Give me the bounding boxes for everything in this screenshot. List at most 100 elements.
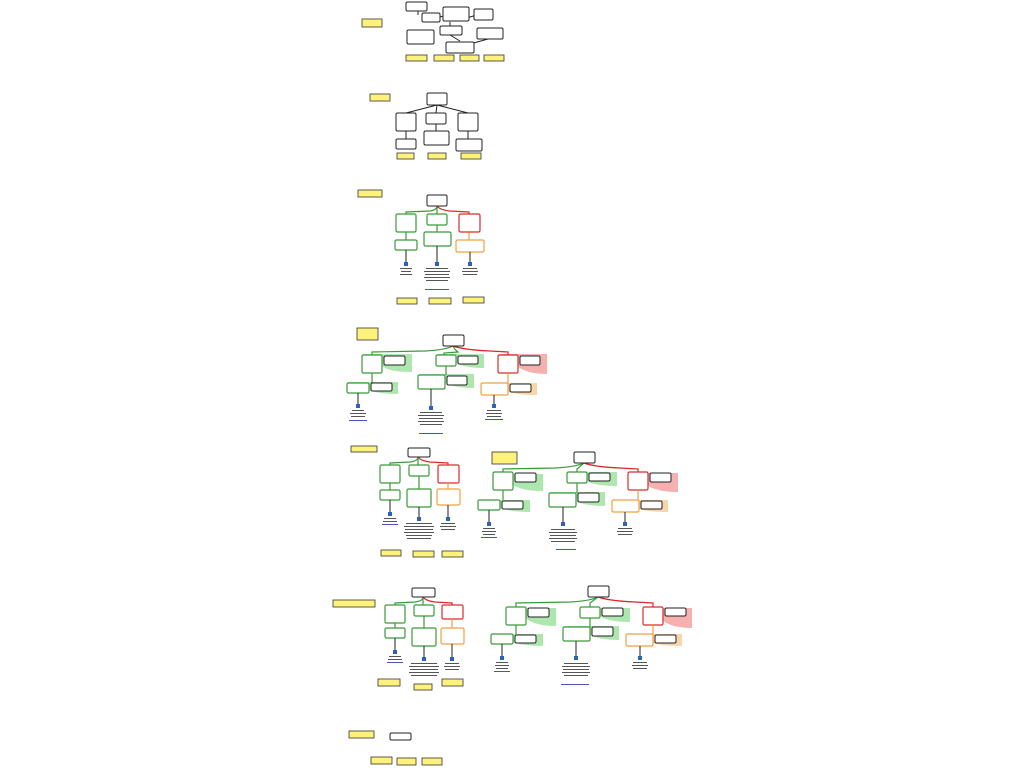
node-box-green[interactable]: [423, 231, 452, 247]
side-box[interactable]: [649, 472, 672, 483]
node-box-green[interactable]: [379, 489, 401, 501]
node-box[interactable]: [405, 1, 428, 12]
node-box[interactable]: [445, 41, 475, 54]
node-box-red[interactable]: [627, 471, 649, 491]
yellow-note[interactable]: [396, 152, 415, 160]
side-box[interactable]: [514, 472, 537, 483]
node-box-green[interactable]: [426, 213, 448, 226]
yellow-note[interactable]: [350, 445, 378, 453]
node-box[interactable]: [457, 112, 479, 132]
yellow-note[interactable]: [357, 189, 383, 198]
side-box[interactable]: [519, 355, 541, 366]
yellow-note[interactable]: [428, 297, 452, 305]
yellow-note[interactable]: [441, 678, 464, 687]
node-box[interactable]: [395, 112, 417, 132]
side-box[interactable]: [383, 355, 406, 366]
side-box[interactable]: [664, 607, 687, 617]
side-box[interactable]: [577, 492, 600, 503]
yellow-note[interactable]: [348, 730, 375, 739]
side-box[interactable]: [370, 382, 393, 392]
root-box[interactable]: [573, 451, 596, 464]
yellow-note[interactable]: [483, 54, 505, 62]
root-box[interactable]: [407, 447, 431, 458]
empty-box[interactable]: [389, 732, 412, 741]
node-box-green[interactable]: [566, 471, 588, 484]
node-box-green[interactable]: [346, 382, 370, 394]
side-box[interactable]: [457, 355, 479, 365]
root-box[interactable]: [442, 334, 465, 347]
node-box-green[interactable]: [408, 464, 430, 477]
yellow-note[interactable]: [396, 757, 417, 766]
node-box-red[interactable]: [437, 464, 460, 484]
node-box-green[interactable]: [435, 354, 457, 367]
yellow-note[interactable]: [356, 327, 379, 341]
node-box[interactable]: [423, 130, 450, 146]
node-box[interactable]: [406, 29, 435, 45]
side-box[interactable]: [514, 634, 537, 644]
yellow-note[interactable]: [421, 757, 443, 766]
yellow-note[interactable]: [441, 550, 464, 558]
root-box[interactable]: [411, 587, 436, 598]
side-box[interactable]: [501, 500, 524, 510]
yellow-note[interactable]: [462, 296, 485, 304]
node-box-orange[interactable]: [440, 627, 465, 645]
node-box-green[interactable]: [490, 633, 514, 645]
node-box-red[interactable]: [458, 213, 481, 233]
node-box-green[interactable]: [394, 239, 418, 251]
yellow-note[interactable]: [412, 550, 435, 558]
yellow-note[interactable]: [377, 678, 401, 687]
node-box[interactable]: [442, 6, 470, 22]
root-box[interactable]: [587, 585, 610, 598]
node-box-red[interactable]: [441, 604, 464, 620]
yellow-note[interactable]: [491, 451, 518, 465]
side-box[interactable]: [654, 634, 677, 644]
node-box-green[interactable]: [579, 606, 601, 619]
node-box-green[interactable]: [384, 627, 406, 639]
node-box-green[interactable]: [492, 471, 514, 491]
node-box-orange[interactable]: [611, 499, 640, 513]
node-box-green[interactable]: [477, 499, 501, 511]
node-box[interactable]: [421, 12, 441, 23]
yellow-note[interactable]: [332, 599, 376, 608]
node-box-green[interactable]: [361, 354, 383, 374]
node-box[interactable]: [425, 112, 447, 125]
node-box[interactable]: [473, 8, 494, 21]
node-box-green[interactable]: [411, 627, 437, 647]
yellow-note[interactable]: [361, 18, 383, 28]
node-box-green[interactable]: [417, 374, 446, 390]
yellow-note[interactable]: [370, 756, 393, 765]
node-box-green[interactable]: [505, 606, 527, 626]
node-box-green[interactable]: [413, 604, 435, 617]
node-box[interactable]: [455, 138, 483, 152]
node-box-orange[interactable]: [625, 633, 654, 647]
node-box-green[interactable]: [384, 604, 406, 624]
node-box-green[interactable]: [379, 464, 401, 484]
yellow-note[interactable]: [405, 54, 428, 62]
node-box-orange[interactable]: [480, 382, 509, 396]
node-box[interactable]: [439, 25, 463, 36]
side-box[interactable]: [588, 472, 611, 482]
node-box-green[interactable]: [562, 626, 591, 642]
node-box-green[interactable]: [406, 488, 432, 508]
yellow-note[interactable]: [396, 297, 418, 305]
node-box-red[interactable]: [497, 354, 519, 374]
yellow-note[interactable]: [459, 54, 480, 62]
node-box-orange[interactable]: [455, 239, 485, 253]
node-box[interactable]: [476, 27, 504, 40]
side-box[interactable]: [527, 607, 550, 618]
side-box[interactable]: [640, 500, 663, 510]
node-box[interactable]: [395, 138, 417, 150]
root-box[interactable]: [426, 194, 448, 207]
yellow-note[interactable]: [460, 152, 482, 160]
node-box-green[interactable]: [548, 492, 577, 508]
yellow-note[interactable]: [380, 549, 402, 557]
node-box-red[interactable]: [642, 606, 664, 626]
node-box-orange[interactable]: [436, 488, 461, 506]
side-box[interactable]: [601, 607, 624, 617]
side-box[interactable]: [446, 375, 468, 386]
side-box[interactable]: [509, 383, 532, 393]
yellow-note[interactable]: [413, 683, 433, 691]
side-box[interactable]: [591, 626, 614, 637]
yellow-note[interactable]: [433, 54, 455, 62]
root-box[interactable]: [426, 92, 448, 106]
